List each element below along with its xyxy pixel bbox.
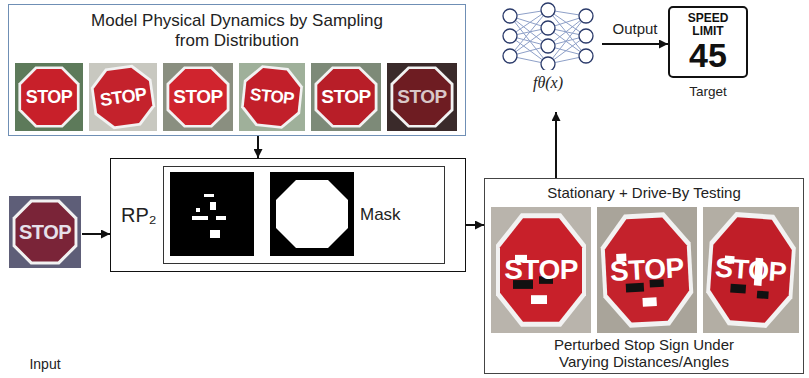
octagon-face: [603, 216, 690, 323]
sticker-spot: [192, 216, 208, 220]
network-icon: [494, 2, 602, 70]
sign-word: STOP: [26, 87, 73, 108]
stop-sign-photo: STOP: [89, 63, 157, 131]
neuron: [541, 57, 555, 70]
sign-word: STOP: [609, 252, 684, 288]
neuron: [541, 3, 555, 17]
sticker-spot: [204, 194, 214, 197]
octagon-face: [15, 202, 74, 261]
neuron: [503, 9, 517, 23]
octagon-face: [393, 69, 450, 125]
octagon-rim: [391, 66, 454, 127]
sticker-spot: [210, 230, 220, 238]
panel-title: Stationary + Drive-By Testing: [485, 184, 803, 201]
sticker: [642, 297, 656, 307]
arrow-connector: [602, 43, 668, 45]
neuron: [579, 9, 593, 23]
sticker: [757, 291, 769, 299]
neuron: [503, 49, 517, 63]
neuron: [579, 29, 593, 43]
panel-title: Model Physical Dynamics by Sampling from…: [84, 11, 390, 52]
rp2-label: RP₂: [121, 204, 157, 227]
octagon-rim: [239, 63, 304, 130]
sign-word: STOP: [19, 221, 71, 244]
octagon-rim: [496, 213, 586, 326]
octagon-face: [21, 69, 77, 125]
octagon-rim: [704, 210, 798, 329]
octagon-rim: [599, 211, 695, 329]
octagon-face: [708, 216, 794, 325]
stop-sign-photo: STOP: [491, 207, 591, 333]
rp2-box: Mask RP₂: [110, 158, 466, 272]
sticker-spot: [196, 208, 200, 212]
stop-sign-photo: STOP: [239, 63, 305, 131]
octagon-face: [169, 69, 226, 125]
sign-word: STOP: [321, 86, 370, 108]
sign-word: STOP: [504, 254, 578, 286]
speed-sign: SPEED LIMIT45: [668, 6, 748, 78]
label-wrap: Target: [668, 84, 748, 99]
stop-sign-photo: STOP: [597, 207, 697, 333]
octagon-face: [242, 66, 302, 127]
arrow-connector: [555, 112, 557, 178]
octagon-mask: [270, 172, 354, 256]
panel-caption: Perturbed Stop Sign Under Varying Distan…: [527, 336, 761, 371]
label-wrap: RP₂: [121, 204, 157, 227]
title-wrap: Model Physical Dynamics by Sampling from…: [9, 11, 465, 52]
input-label: Input: [8, 356, 82, 372]
stop-sign-photo: STOP: [9, 196, 81, 268]
title-wrap: Stationary + Drive-By Testing: [485, 184, 803, 201]
testing-panel: Stationary + Drive-By TestingPerturbed S…: [484, 178, 804, 374]
target-label: Target: [668, 84, 748, 99]
sticker-spot: [210, 202, 216, 210]
sign-text: SPEED LIMIT: [678, 12, 738, 37]
caption-wrap: Perturbed Stop Sign Under Varying Distan…: [485, 336, 803, 371]
input-image: Input STOP: [8, 196, 82, 374]
label-wrap: fθ(x): [494, 74, 602, 92]
sign-word: STOP: [397, 86, 446, 108]
octagon-rim: [89, 63, 157, 131]
sign-word: STOP: [714, 252, 787, 288]
sampling-panel: Model Physical Dynamics by Sampling from…: [8, 4, 466, 136]
octagon-rim: [167, 66, 230, 127]
octagon-face: [92, 66, 155, 129]
edge-label: Output: [610, 20, 659, 37]
neuron: [503, 29, 517, 43]
sticker-mask: [170, 172, 254, 256]
model-label: fθ(x): [494, 74, 602, 92]
sign-number: 45: [689, 38, 727, 72]
sticker-spot: [216, 216, 226, 220]
target-sign: SPEED LIMIT45Target: [668, 6, 748, 106]
neuron: [541, 21, 555, 35]
stop-sign-photo: STOP: [387, 63, 457, 131]
mask-box: Mask: [163, 166, 445, 264]
stop-sign-photo: STOP: [703, 207, 799, 333]
stop-sign-photo: STOP: [311, 63, 381, 131]
stop-sign-photo: STOP: [15, 63, 83, 131]
octagon-face: [500, 218, 582, 321]
octagon-rim: [18, 66, 79, 127]
sign-word: STOP: [173, 86, 222, 108]
octagon-shape: [276, 180, 348, 248]
octagon-rim: [13, 200, 78, 265]
octagon-rim: [315, 66, 378, 127]
mask-label: Mask: [360, 205, 401, 225]
stop-sign-photo: STOP: [163, 63, 233, 131]
arrow-connector: [82, 233, 110, 235]
arrow-connector: [257, 136, 259, 158]
classifier-network: fθ(x): [494, 2, 602, 112]
neuron: [541, 39, 555, 53]
mask-images: [170, 172, 356, 258]
label-wrap: Mask: [360, 205, 401, 225]
sticker: [531, 295, 547, 304]
octagon-face: [317, 69, 374, 125]
label-wrap: Input: [8, 356, 82, 372]
neuron: [579, 49, 593, 63]
arrow-connector: [466, 224, 484, 226]
